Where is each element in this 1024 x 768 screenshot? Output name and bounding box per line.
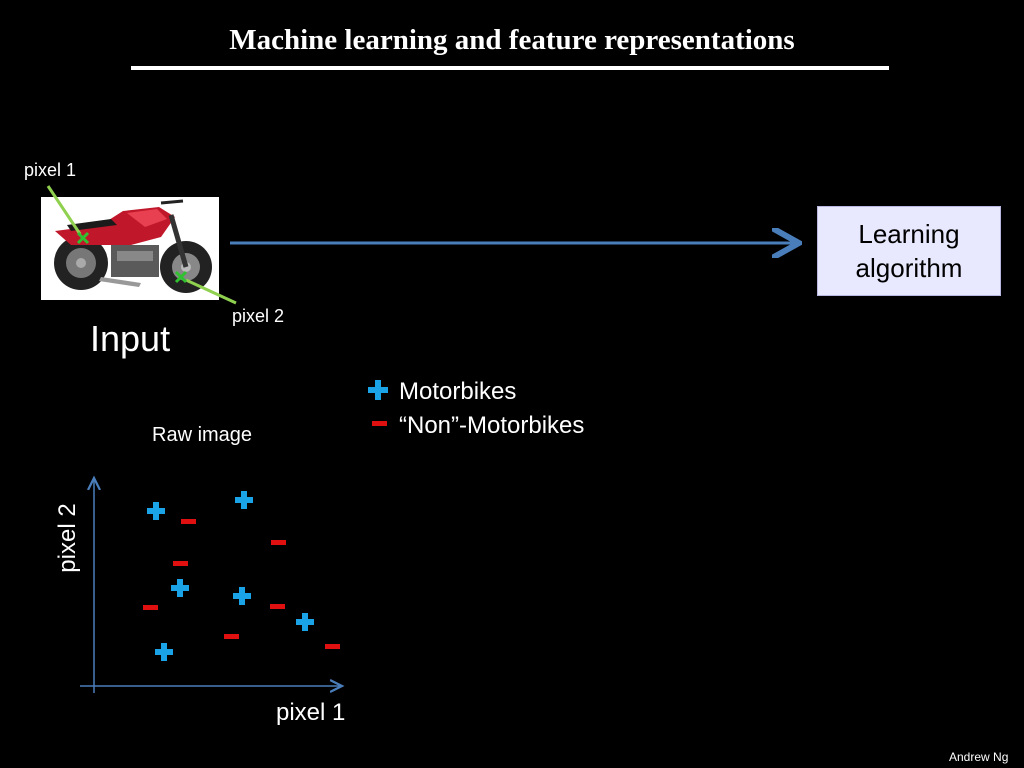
learning-algorithm-box: Learning algorithm <box>817 206 1001 296</box>
minus-marker <box>325 644 340 649</box>
pixel1-label: pixel 1 <box>24 160 77 180</box>
legend-non-motorbikes-label: “Non”-Motorbikes <box>399 412 585 439</box>
pixel1-marker <box>76 231 90 245</box>
plus-marker <box>147 502 165 520</box>
pixel1-pointer-line <box>46 185 82 235</box>
learning-box-line2: algorithm <box>855 253 963 283</box>
author-credit: Andrew Ng <box>949 750 1009 764</box>
pixel2-pointer-line <box>185 278 237 305</box>
plot-caption: Raw image <box>152 424 253 446</box>
learning-box-line1: Learning <box>858 219 960 249</box>
input-label: Input <box>90 318 171 359</box>
plus-marker <box>233 587 251 605</box>
minus-marker <box>173 561 188 566</box>
minus-marker <box>143 605 158 610</box>
minus-marker <box>181 519 196 524</box>
legend-plus-icon <box>368 380 388 400</box>
legend-motorbikes-label: Motorbikes <box>399 378 517 405</box>
slide-title: Machine learning and feature representat… <box>229 24 795 56</box>
y-axis-label: pixel 2 <box>54 503 81 573</box>
plus-marker <box>171 579 189 597</box>
pixel2-marker <box>174 270 188 284</box>
legend-minus-icon <box>372 421 387 426</box>
plus-marker <box>155 643 173 661</box>
plus-marker <box>235 491 253 509</box>
minus-marker <box>271 540 286 545</box>
minus-marker <box>270 604 285 609</box>
x-axis-label: pixel 1 <box>276 699 346 726</box>
pixel2-label: pixel 2 <box>232 306 285 326</box>
plus-marker <box>296 613 314 631</box>
minus-marker <box>224 634 239 639</box>
title-underline <box>131 66 889 70</box>
